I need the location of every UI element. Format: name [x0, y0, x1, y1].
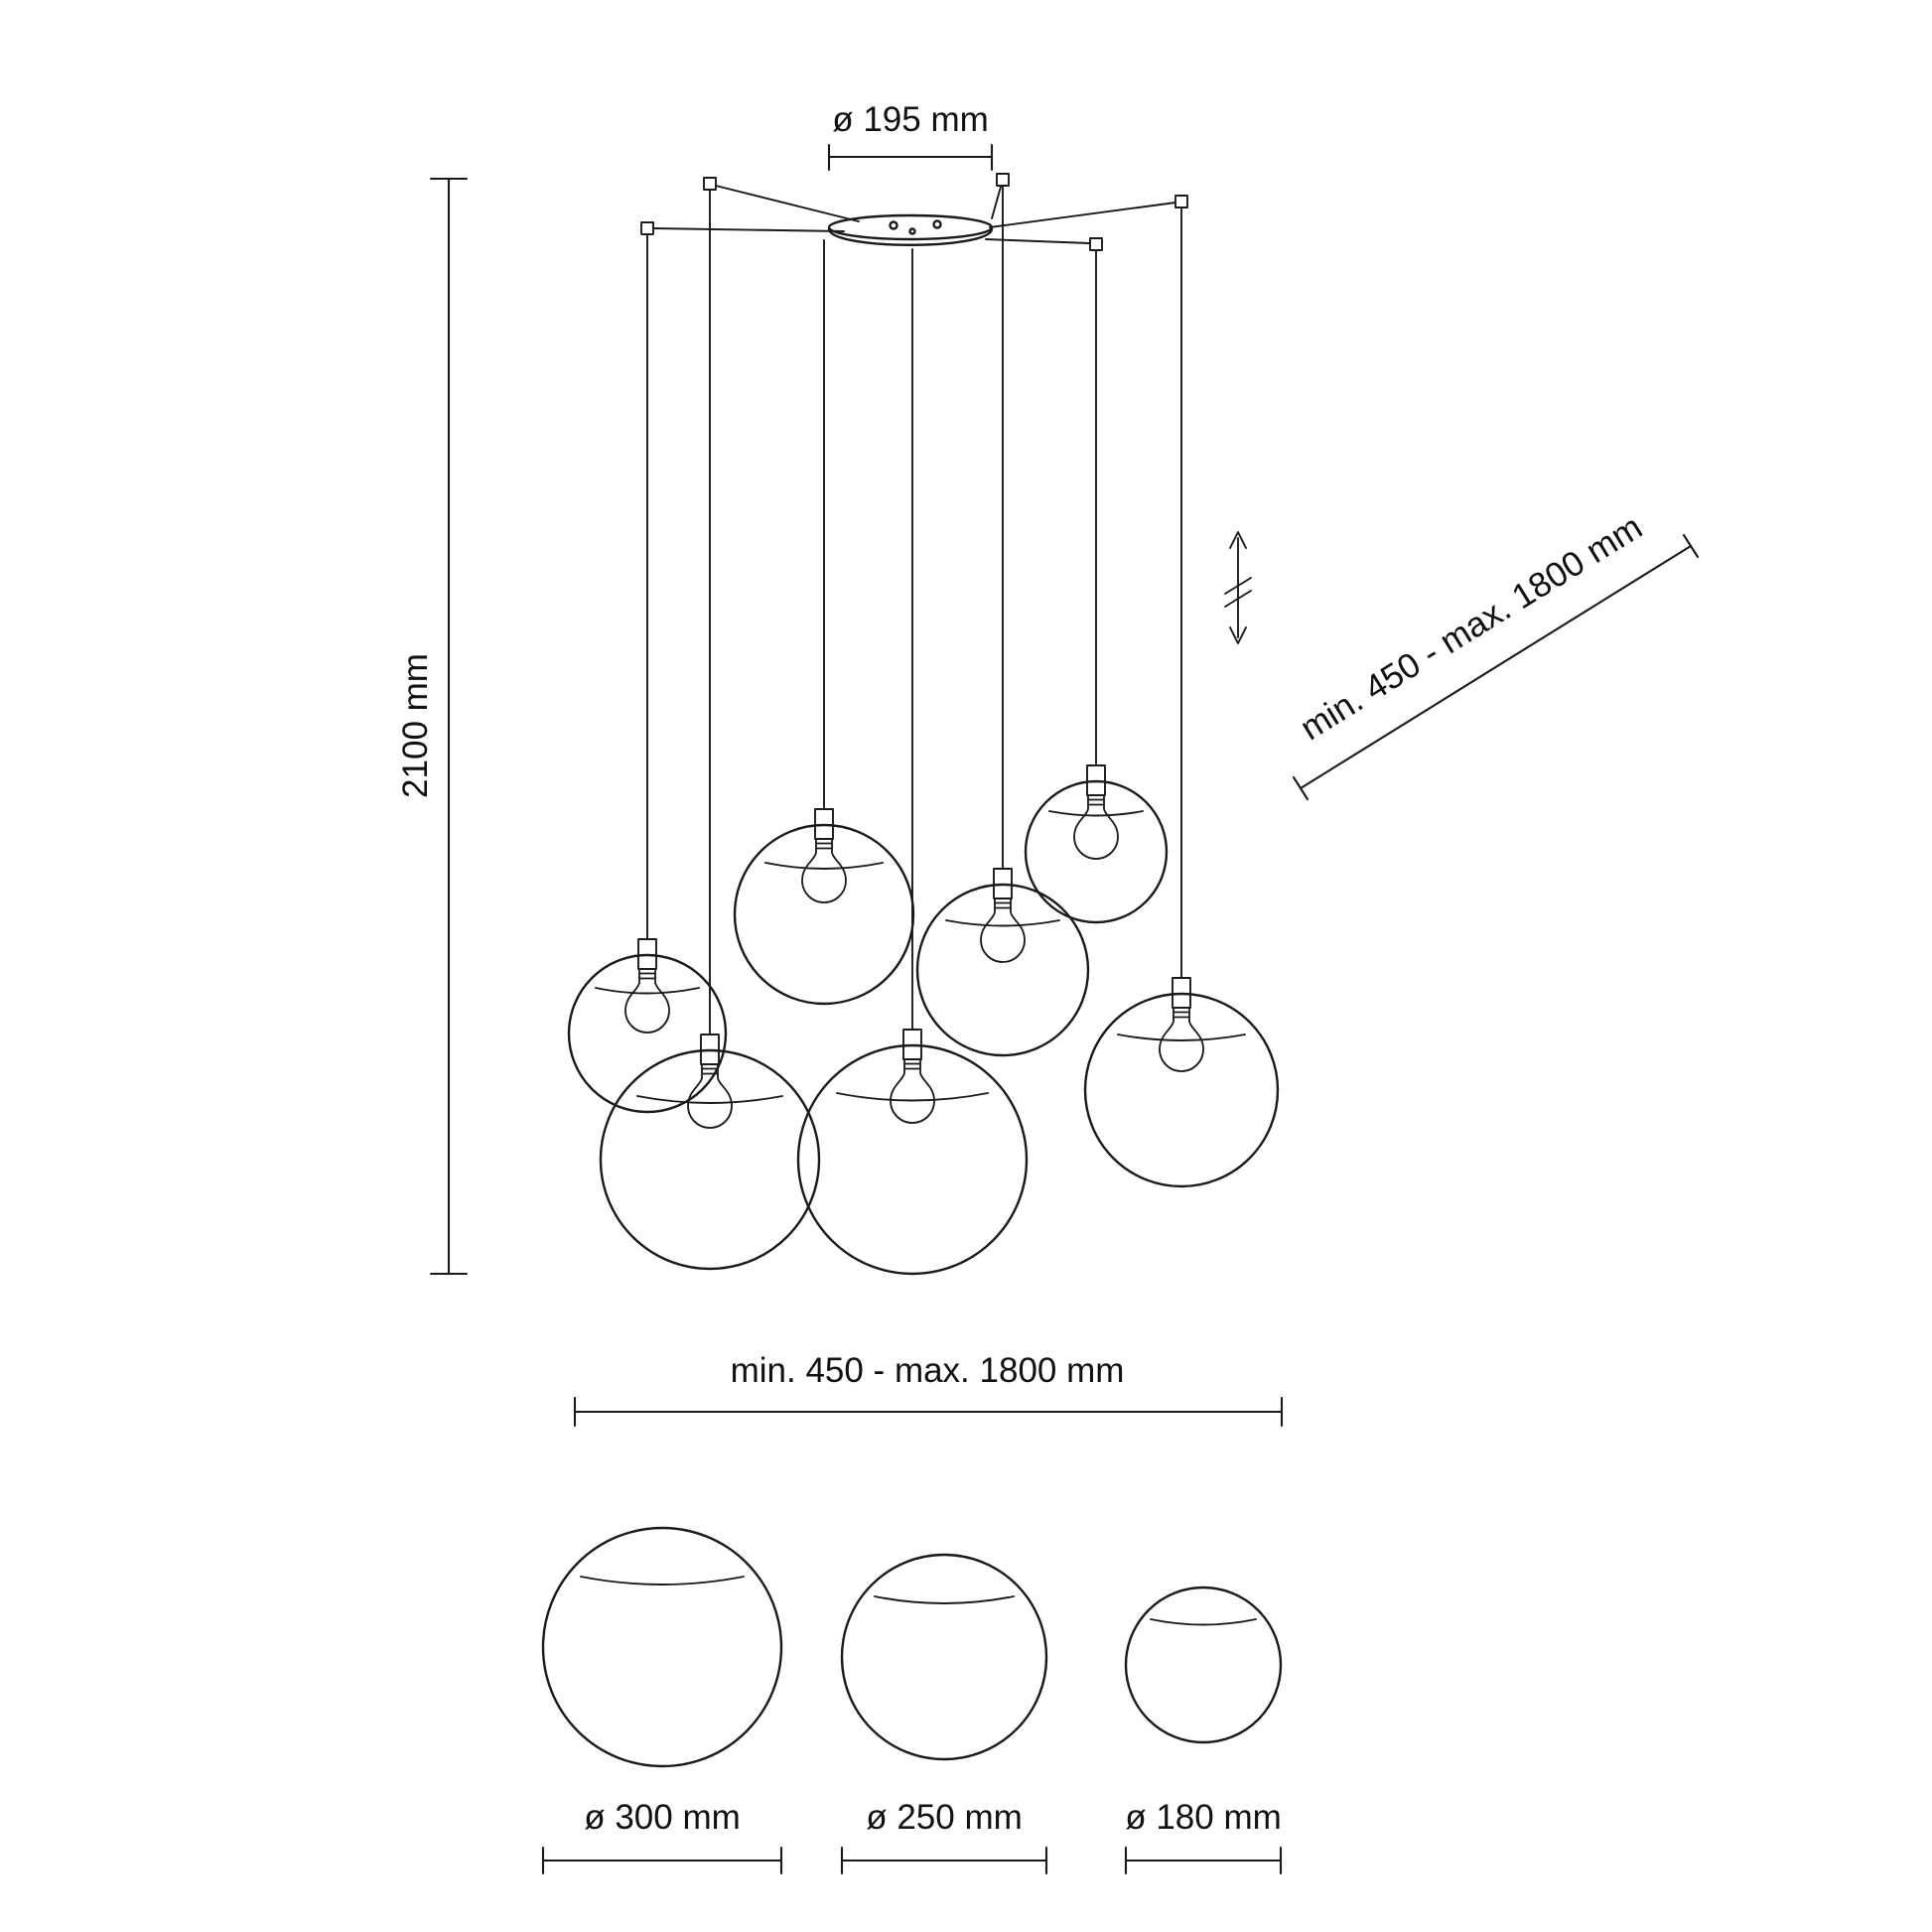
globe-2 — [733, 808, 915, 1006]
light-bulb-icon — [890, 1058, 935, 1124]
globe-outline — [915, 883, 1090, 1057]
light-bulb-icon — [801, 838, 847, 903]
lamp-socket — [993, 868, 1013, 899]
lamp-socket — [814, 808, 834, 840]
cable-length-dimension — [1292, 533, 1700, 801]
cable-hook — [703, 177, 717, 191]
spread-width-dimension — [573, 1396, 1284, 1428]
lamp-socket — [902, 1029, 922, 1060]
suspension-cables — [646, 185, 1182, 1035]
spread-width-label: min. 450 - max. 1800 mm — [731, 1351, 1125, 1390]
globe-outline — [840, 1553, 1048, 1761]
globe-cap-seam — [595, 987, 700, 995]
globe-cap-seam — [580, 1576, 745, 1586]
globe-outline — [567, 953, 728, 1114]
globe-outline — [796, 1043, 1029, 1276]
globe-large-label: ø 300 mm — [584, 1798, 741, 1837]
globe-size-medium — [840, 1553, 1048, 1761]
lamp-socket — [1172, 977, 1191, 1009]
globe-cap-seam — [764, 862, 884, 870]
globe-outline — [1083, 992, 1280, 1188]
globe-outline — [1124, 1586, 1283, 1744]
globe-outline — [1024, 779, 1169, 924]
globe-medium-label: ø 250 mm — [866, 1798, 1023, 1837]
globe-cap-seam — [1117, 1034, 1246, 1041]
globe-cap-seam — [836, 1092, 989, 1102]
lamp-socket — [700, 1034, 720, 1065]
height-adjust-arrow-icon — [1224, 531, 1252, 644]
cable-hook — [1089, 237, 1103, 251]
globe-1 — [567, 938, 728, 1114]
globe-6 — [796, 1029, 1029, 1276]
globe-cap-seam — [945, 919, 1060, 927]
globe-small-label: ø 180 mm — [1125, 1798, 1282, 1837]
globe-outline — [599, 1048, 821, 1271]
globe-cap-seam — [636, 1095, 783, 1104]
globe-4 — [1024, 764, 1169, 924]
globe-3 — [915, 868, 1090, 1057]
light-bulb-icon — [1073, 794, 1119, 860]
cable-hook — [1174, 195, 1188, 208]
cable-length-label: min. 450 - max. 1800 mm — [1294, 507, 1649, 748]
lamp-socket — [1086, 764, 1106, 796]
canopy-diameter-label: ø 195 mm — [832, 100, 989, 139]
globe-medium-dimension — [840, 1846, 1048, 1875]
globe-cap-seam — [1150, 1618, 1257, 1626]
globe-small-dimension — [1124, 1846, 1283, 1875]
globe-outline — [733, 823, 915, 1006]
globe-cap-seam — [1048, 810, 1144, 817]
globe-7 — [1083, 977, 1280, 1188]
canopy-diameter-dimension — [827, 143, 994, 172]
lamp-socket — [637, 938, 657, 970]
globe-size-small — [1124, 1586, 1283, 1744]
globe-cap-seam — [874, 1595, 1015, 1604]
light-bulb-icon — [624, 968, 670, 1034]
height-label: 2100 mm — [396, 653, 435, 798]
globe-outline — [541, 1526, 783, 1768]
height-dimension — [429, 177, 469, 1276]
globe-5 — [599, 1034, 821, 1271]
globe-size-large — [541, 1526, 783, 1768]
cable-hook — [640, 221, 654, 235]
light-bulb-icon — [980, 897, 1026, 963]
globe-large-dimension — [541, 1846, 783, 1875]
cable-hook — [996, 173, 1010, 187]
